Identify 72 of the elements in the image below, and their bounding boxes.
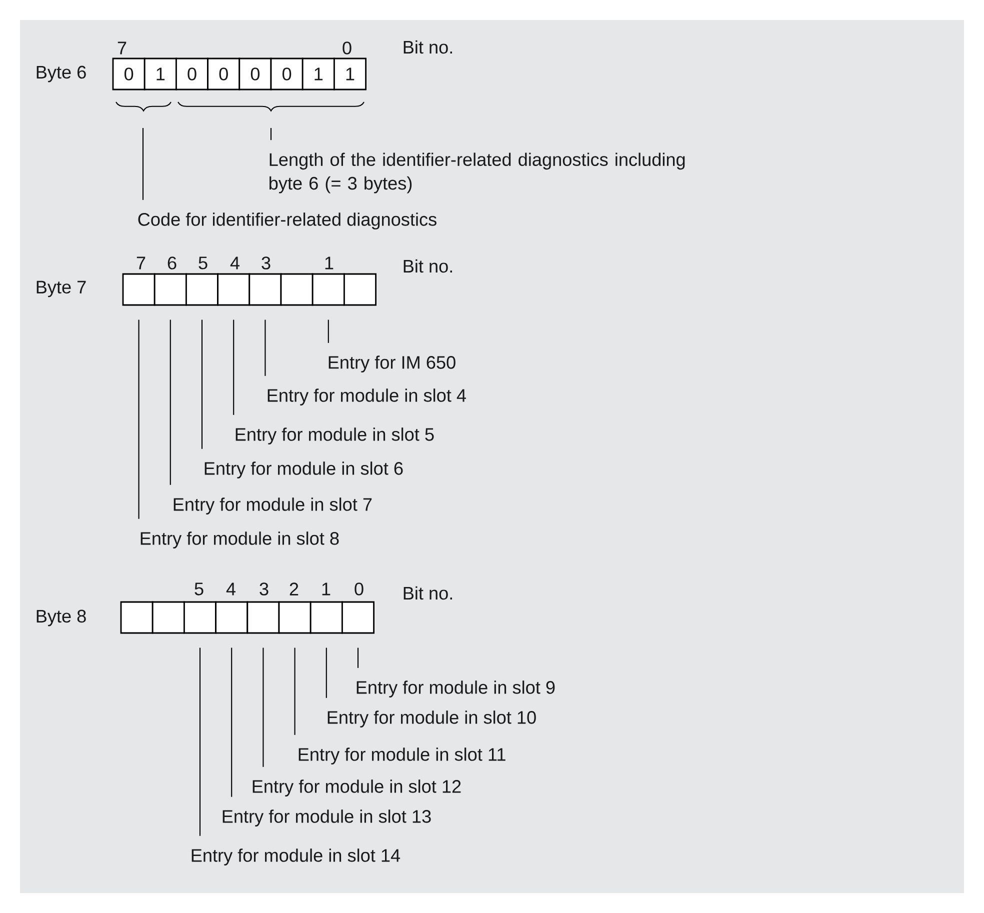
entry-text: Code for identifier-related diagnostics: [138, 212, 436, 230]
leader-line: [199, 648, 201, 836]
bit-cell: 0: [270, 58, 304, 90]
bit-cell: [278, 601, 312, 634]
bit-cell: 0: [238, 58, 272, 90]
bit-cell: [312, 273, 345, 306]
bit-number: 5: [198, 256, 208, 270]
bit-cell: 1: [302, 58, 335, 90]
entry-text: Entry for module in slot 14: [192, 848, 400, 866]
bit-cell: [122, 273, 156, 306]
bit-cell: [152, 601, 185, 634]
entry-text: Entry for IM 650: [328, 356, 456, 372]
leader-line: [294, 648, 296, 735]
entry-text: Entry for module in slot 7: [174, 498, 372, 514]
leader-line: [264, 320, 266, 376]
bit-cell: 0: [176, 58, 208, 90]
bit-cell: [246, 601, 280, 634]
entry-text: Entry for module in slot 10: [328, 710, 536, 728]
bit-number: 7: [118, 42, 126, 54]
bit-cell: [248, 273, 282, 306]
bit-cell: [215, 601, 248, 634]
row-label: Byte 8: [36, 610, 86, 626]
bit-cell: 0: [112, 58, 146, 90]
leader-line: [233, 320, 234, 415]
leader-line: [270, 128, 272, 140]
row-label: Bit no.: [404, 40, 452, 54]
bit-cell: [280, 273, 314, 306]
leader-line: [328, 320, 329, 343]
row-label: Byte 7: [36, 280, 86, 298]
bit-cell: 1: [144, 58, 177, 90]
bit-cell: [154, 273, 187, 306]
bit-cell: [186, 273, 218, 306]
bit-number: 3: [262, 256, 270, 270]
bit-cell: [217, 273, 250, 306]
entry-text: Entry for module in slot 11: [298, 748, 506, 764]
leader-line: [357, 648, 359, 668]
row-label: Bit no.: [404, 259, 452, 273]
leader-line: [201, 320, 203, 449]
bit-cell: [342, 601, 374, 634]
leader-line: [326, 648, 327, 698]
bit-cell: [120, 601, 154, 634]
entry-text: Entry for module in slot 9: [356, 680, 555, 698]
entry-text: Entry for module in slot 8: [140, 532, 339, 548]
bit-cell: [184, 601, 216, 634]
leader-line: [231, 648, 232, 797]
entry-text: Entry for module in slot 4: [268, 388, 466, 406]
leader-line: [138, 320, 140, 519]
entry-text: Entry for module in slot 6: [204, 462, 403, 478]
row-label: Bit no.: [404, 586, 452, 600]
bit-number: 0: [354, 582, 364, 596]
bit-number: 7: [136, 256, 146, 270]
entry-text: Entry for module in slot 12: [252, 780, 461, 796]
bit-cell: [310, 601, 343, 634]
row-label: Byte 6: [36, 66, 86, 82]
leader-line: [170, 320, 171, 485]
bit-cell: 0: [207, 58, 240, 90]
leader-line: [142, 128, 144, 200]
leader-line: [262, 648, 264, 767]
bit-number: 3: [260, 582, 268, 596]
bit-number: 6: [168, 256, 176, 270]
entry-text: Length of the identifier-related diagnostics including byte 6 (= 3 bytes): [270, 152, 685, 194]
bit-number: 1: [322, 582, 330, 596]
bit-number: 4: [226, 582, 236, 596]
bit-cell: [344, 273, 376, 306]
bit-cell: 1: [334, 58, 366, 90]
bit-number: 0: [342, 42, 352, 54]
entry-text: Entry for module in slot 13: [222, 810, 431, 826]
entry-text: Entry for module in slot 5: [236, 428, 434, 444]
bit-number: 1: [325, 256, 334, 270]
bit-number: 5: [194, 582, 204, 596]
bit-number: 4: [230, 256, 240, 270]
bit-number: 2: [290, 582, 298, 596]
